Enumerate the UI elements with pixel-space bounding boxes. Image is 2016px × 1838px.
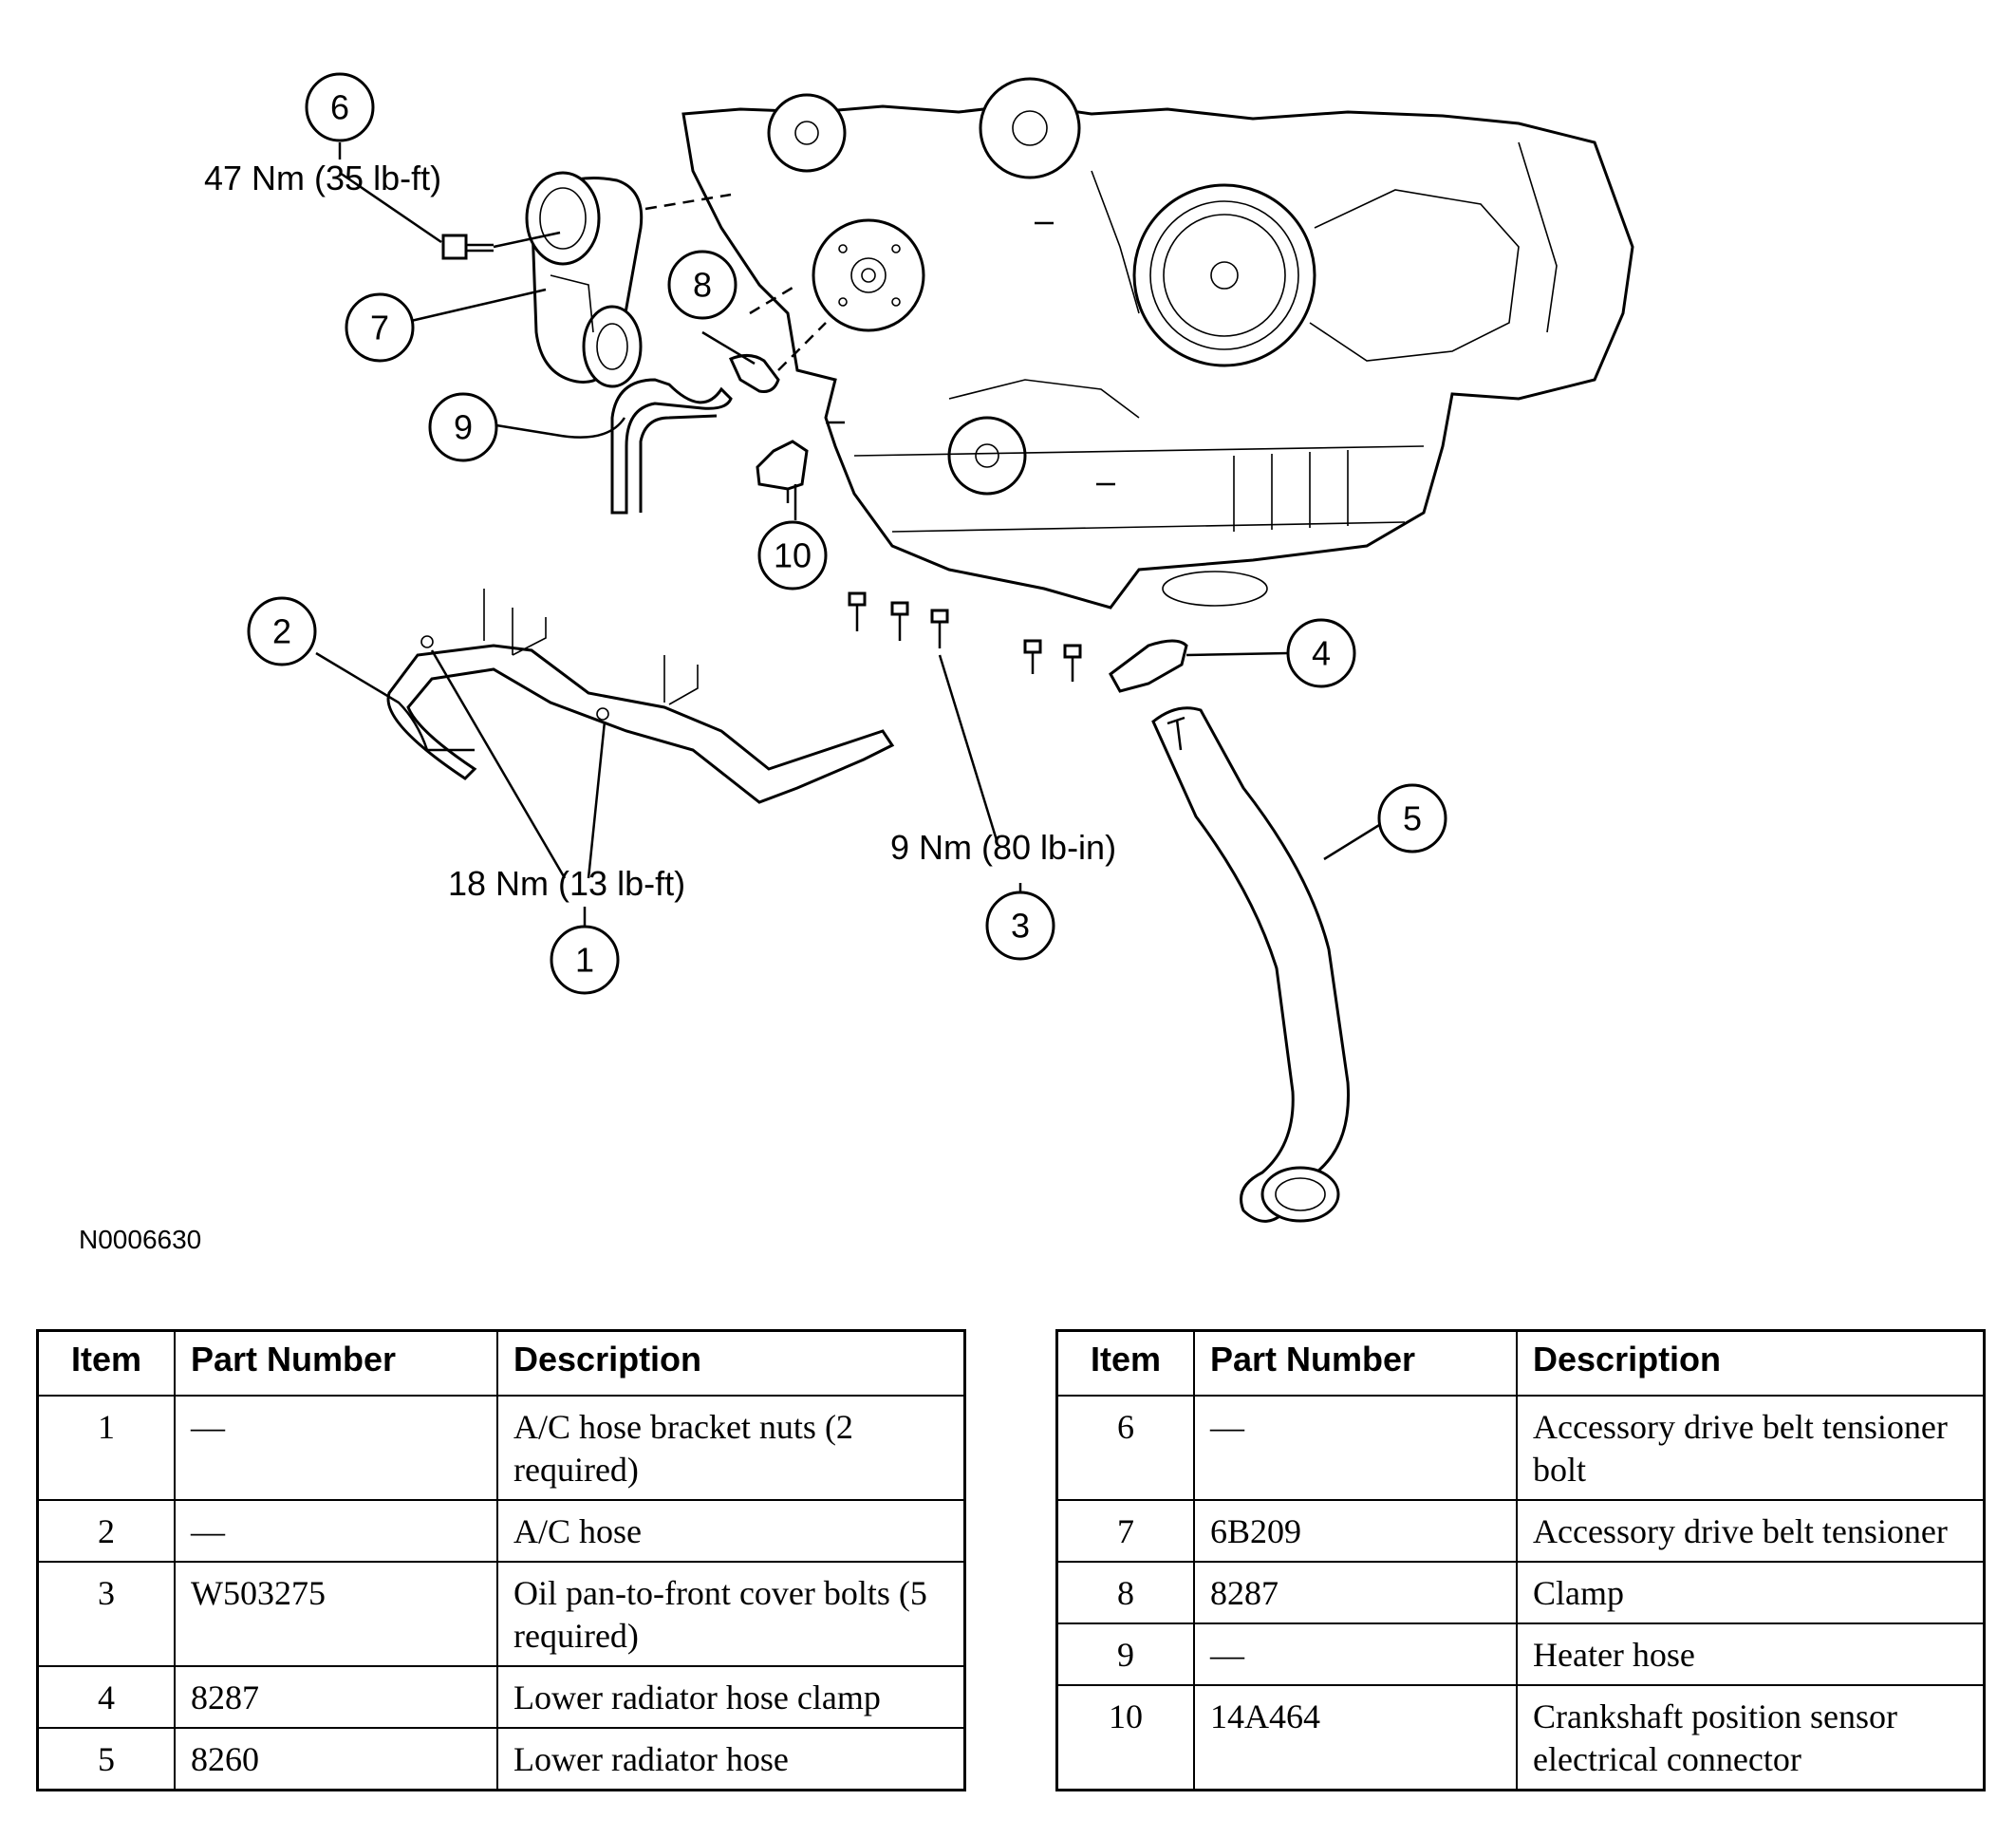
cell-part-number: W503275 bbox=[174, 1561, 498, 1667]
callout-number: 9 bbox=[454, 408, 473, 447]
callout-7: 7 bbox=[345, 292, 415, 363]
table-row: 5 8260 Lower radiator hose bbox=[36, 1727, 966, 1791]
cell-item: 1 bbox=[36, 1395, 176, 1501]
table-row: 7 6B209 Accessory drive belt tensioner bbox=[1055, 1499, 1986, 1563]
parts-table-right: Item Part Number Description 6 — Accesso… bbox=[1055, 1329, 1986, 1791]
heater-hose-illustration bbox=[610, 378, 733, 515]
cell-part-number: — bbox=[1193, 1395, 1518, 1501]
callout-number: 2 bbox=[272, 612, 291, 651]
callout-number: 3 bbox=[1011, 907, 1030, 946]
cell-item: 4 bbox=[36, 1665, 176, 1729]
header-part-number: Part Number bbox=[1193, 1329, 1518, 1397]
table-header-row: Item Part Number Description bbox=[36, 1329, 966, 1397]
callout-1: 1 bbox=[550, 925, 620, 995]
cell-item: 6 bbox=[1055, 1395, 1195, 1501]
callout-number: 4 bbox=[1312, 634, 1331, 673]
cell-description: Accessory drive belt tensioner bolt bbox=[1516, 1395, 1986, 1501]
table-row: 3 W503275 Oil pan-to-front cover bolts (… bbox=[36, 1561, 966, 1667]
parts-table-left: Item Part Number Description 1 — A/C hos… bbox=[36, 1329, 966, 1791]
torque-spec-item-1: 18 Nm (13 lb-ft) bbox=[448, 864, 685, 903]
table-row: 1 — A/C hose bracket nuts (2 required) bbox=[36, 1395, 966, 1501]
callout-number: 5 bbox=[1403, 799, 1422, 838]
oil-pan-bolts-illustration bbox=[848, 591, 1082, 682]
table-header-row: Item Part Number Description bbox=[1055, 1329, 1986, 1397]
header-part-number: Part Number bbox=[174, 1329, 498, 1397]
cell-part-number: — bbox=[174, 1499, 498, 1563]
table-row: 9 — Heater hose bbox=[1055, 1622, 1986, 1686]
cell-part-number: 14A464 bbox=[1193, 1684, 1518, 1791]
callout-number: 1 bbox=[575, 941, 594, 980]
table-row: 6 — Accessory drive belt tensioner bolt bbox=[1055, 1395, 1986, 1501]
cell-description: Lower radiator hose clamp bbox=[496, 1665, 966, 1729]
header-description: Description bbox=[496, 1329, 966, 1397]
cell-description: Clamp bbox=[1516, 1561, 1986, 1624]
callout-number: 7 bbox=[370, 309, 389, 347]
callout-10: 10 bbox=[757, 520, 828, 591]
table-row: 10 14A464 Crankshaft position sensor ele… bbox=[1055, 1684, 1986, 1791]
callout-4: 4 bbox=[1286, 618, 1356, 688]
cell-description: Oil pan-to-front cover bolts (5 required… bbox=[496, 1561, 966, 1667]
cell-item: 2 bbox=[36, 1499, 176, 1563]
header-item: Item bbox=[36, 1329, 176, 1397]
ac-hose-illustration bbox=[386, 589, 895, 804]
torque-spec-item-6: 47 Nm (35 lb-ft) bbox=[204, 159, 441, 197]
cell-item: 8 bbox=[1055, 1561, 1195, 1624]
cell-description: Lower radiator hose bbox=[496, 1727, 966, 1791]
connector-illustration bbox=[756, 440, 809, 503]
cell-part-number: 8287 bbox=[174, 1665, 498, 1729]
table-row: 2 — A/C hose bbox=[36, 1499, 966, 1563]
cell-part-number: — bbox=[174, 1395, 498, 1501]
cell-part-number: 8287 bbox=[1193, 1561, 1518, 1624]
tensioner-bolt-illustration bbox=[441, 193, 798, 315]
callout-3: 3 bbox=[985, 891, 1055, 961]
callout-leaders bbox=[315, 142, 1385, 926]
cell-description: A/C hose bbox=[496, 1499, 966, 1563]
callout-9: 9 bbox=[428, 392, 498, 462]
callout-number: 8 bbox=[693, 266, 712, 305]
belt-tensioner-illustration bbox=[525, 171, 644, 388]
table-row: 8 8287 Clamp bbox=[1055, 1561, 1986, 1624]
cell-description: Accessory drive belt tensioner bbox=[1516, 1499, 1986, 1563]
callout-number: 10 bbox=[774, 536, 812, 575]
cell-description: Crankshaft position sensor electrical co… bbox=[1516, 1684, 1986, 1791]
header-description: Description bbox=[1516, 1329, 1986, 1397]
cell-part-number: — bbox=[1193, 1622, 1518, 1686]
cell-item: 7 bbox=[1055, 1499, 1195, 1563]
callout-8: 8 bbox=[667, 250, 737, 320]
cell-description: A/C hose bracket nuts (2 required) bbox=[496, 1395, 966, 1501]
cell-part-number: 8260 bbox=[174, 1727, 498, 1791]
callout-2: 2 bbox=[247, 596, 317, 666]
lower-radiator-hose-illustration bbox=[1151, 706, 1350, 1223]
clamp-illustration bbox=[728, 322, 827, 393]
torque-spec-item-3: 9 Nm (80 lb-in) bbox=[890, 828, 1116, 867]
cell-item: 3 bbox=[36, 1561, 176, 1667]
cell-item: 5 bbox=[36, 1727, 176, 1791]
cell-description: Heater hose bbox=[1516, 1622, 1986, 1686]
callout-5: 5 bbox=[1377, 783, 1447, 853]
callout-6: 6 bbox=[305, 72, 375, 142]
radiator-hose-clamp-illustration bbox=[1109, 639, 1188, 693]
callout-number: 6 bbox=[330, 88, 349, 127]
cell-part-number: 6B209 bbox=[1193, 1499, 1518, 1563]
cell-item: 10 bbox=[1055, 1684, 1195, 1791]
table-row: 4 8287 Lower radiator hose clamp bbox=[36, 1665, 966, 1729]
figure-id: N0006630 bbox=[79, 1225, 201, 1254]
cell-item: 9 bbox=[1055, 1622, 1195, 1686]
header-item: Item bbox=[1055, 1329, 1195, 1397]
engine-assembly-illustration bbox=[681, 77, 1634, 610]
exploded-parts-diagram: 1 2 3 4 5 6 7 8 9 10 47 Nm (35 lb-ft) 18… bbox=[79, 72, 1634, 1254]
